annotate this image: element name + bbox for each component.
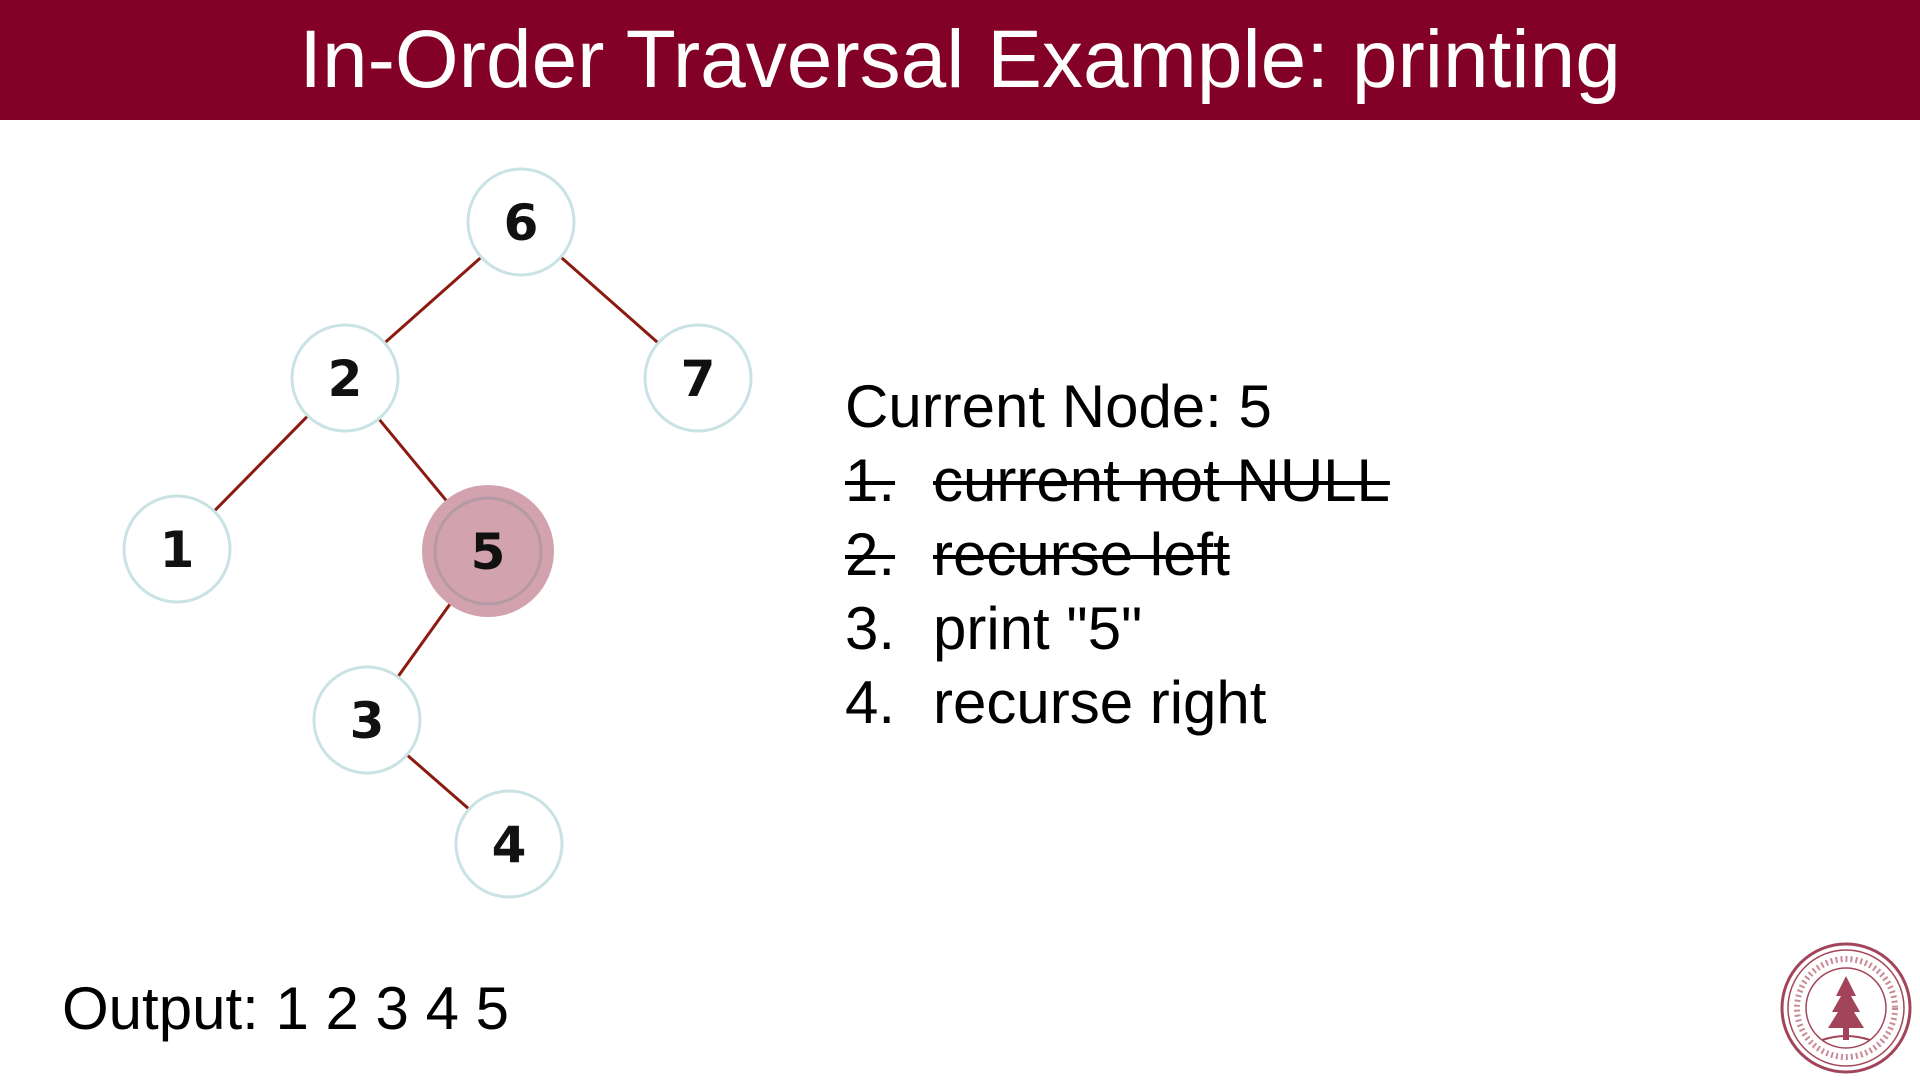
tree-node-2-label: 2 <box>328 350 363 408</box>
tree-node-5-label: 5 <box>471 523 506 581</box>
tree-edge-6-7 <box>559 255 660 345</box>
tree-node-1: 1 <box>122 494 232 604</box>
tree-node-4-circle <box>454 789 564 899</box>
step-3: 3. print "5" <box>845 592 1390 666</box>
tree-edge-5-3 <box>396 593 459 678</box>
tree-node-7-label: 7 <box>681 350 716 408</box>
step-3-number: 3. <box>845 595 896 662</box>
step-1-number: 1. <box>845 447 896 514</box>
tree-node-2-circle <box>290 323 400 433</box>
step-2-text: recurse left <box>933 521 1230 588</box>
tree-node-5-circle <box>433 496 543 606</box>
traversal-steps-panel: Current Node: 5 1. current not NULL 2. r… <box>845 370 1390 740</box>
stanford-seal-icon <box>1780 942 1912 1074</box>
tree-node-3-circle <box>312 665 422 775</box>
tree-node-3-label: 3 <box>350 692 385 750</box>
step-4-text: recurse right <box>933 669 1267 736</box>
slide-title: In-Order Traversal Example: printing <box>299 14 1621 105</box>
tree-edge-2-5 <box>377 417 456 512</box>
tree-node-4-label: 4 <box>492 816 527 874</box>
tree-nodes: 6 2 7 1 5 3 4 <box>122 167 753 899</box>
tree-node-1-label: 1 <box>160 521 195 579</box>
tree-node-4: 4 <box>454 789 564 899</box>
output-line: Output: 1 2 3 4 5 <box>62 975 509 1042</box>
step-4-number: 4. <box>845 669 896 736</box>
tree-node-2: 2 <box>290 323 400 433</box>
current-node-label: Current Node: 5 <box>845 373 1272 440</box>
step-1-text: current not NULL <box>933 447 1390 514</box>
tree-node-6-label: 6 <box>504 194 539 252</box>
step-3-text: print "5" <box>933 595 1143 662</box>
tree-node-7-circle <box>643 323 753 433</box>
tree-node-3: 3 <box>312 665 422 775</box>
title-bar: In-Order Traversal Example: printing <box>0 0 1920 120</box>
step-4: 4. recurse right <box>845 666 1390 740</box>
step-1: 1. current not NULL <box>845 444 1390 518</box>
tree-edge-6-2 <box>383 256 483 344</box>
tree-edge-2-1 <box>213 414 309 513</box>
tree-node-5: 5 <box>422 485 554 617</box>
tree-node-6-circle <box>466 167 576 277</box>
tree-edge-3-4 <box>405 753 471 811</box>
tree-edges <box>213 255 660 811</box>
tree-node-1-circle <box>122 494 232 604</box>
tree-node-7: 7 <box>643 323 753 433</box>
step-2: 2. recurse left <box>845 518 1390 592</box>
step-2-number: 2. <box>845 521 896 588</box>
tree-node-6: 6 <box>466 167 576 277</box>
